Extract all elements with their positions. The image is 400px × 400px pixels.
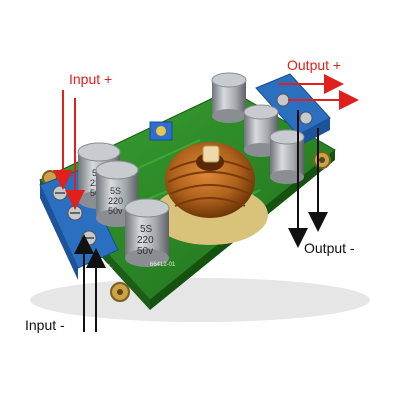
capacitor-3-line1: 5S: [140, 224, 153, 235]
capacitor-3-line2: 220: [137, 235, 154, 246]
output-plus-label: Output +: [287, 57, 342, 73]
toroid-inductor: [152, 142, 268, 245]
capacitor-2-line3: 50v: [108, 206, 123, 216]
input-capacitor-3: 5S 220 50v: [124, 198, 170, 267]
capacitor-2-line1: 5S: [110, 186, 121, 196]
capacitor-top: [211, 72, 247, 123]
input-minus-label: Input -: [25, 317, 65, 333]
mounting-hole-right: [313, 151, 331, 169]
capacitor-2-line2: 220: [108, 196, 123, 206]
board-marking-code: 66412-01: [150, 262, 176, 268]
board-marking-in: IN-: [102, 263, 113, 272]
trimmer-potentiometer: [149, 121, 173, 141]
input-plus-label: Input +: [69, 71, 113, 87]
output-minus-label: Output -: [304, 240, 355, 256]
output-terminal-block: [255, 73, 331, 147]
board-shadow: [30, 278, 370, 322]
capacitor-3-line3: 50v: [137, 246, 153, 257]
mounting-hole-bottom: [110, 282, 130, 302]
